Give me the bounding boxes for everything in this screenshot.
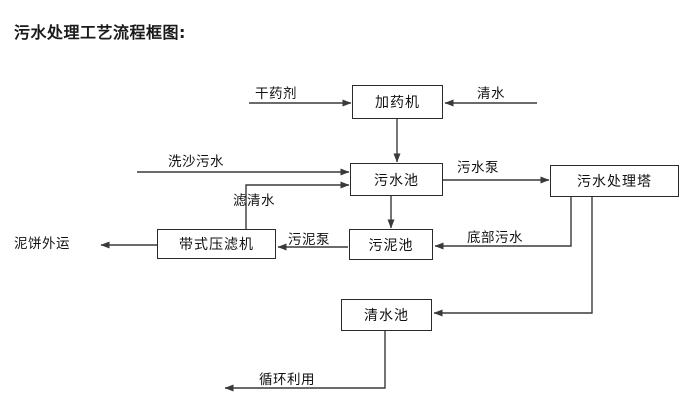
page-title: 污水处理工艺流程框图: (14, 23, 186, 42)
label-bottom-wastewater: 底部污水 (467, 230, 523, 246)
label-sand-washing-wastewater: 洗沙污水 (168, 154, 224, 170)
edge-tower-to-clean-water-pool (433, 197, 593, 317)
node-clean-water-pool[interactable]: 清水池 (341, 299, 432, 331)
edge-bottom-wastewater (434, 197, 572, 250)
node-wastewater-pool[interactable]: 污水池 (350, 163, 443, 196)
label-clean-water-in: 清水 (477, 86, 505, 102)
label-sludge-pump: 污泥泵 (288, 232, 330, 248)
label-filtered-water: 滤清水 (233, 193, 275, 209)
node-sludge-pool[interactable]: 污泥池 (349, 229, 433, 260)
label-mud-cake-output: 泥饼外运 (14, 236, 70, 252)
label-dry-chemical: 干药剂 (255, 86, 297, 102)
label-recycle-reuse: 循环利用 (259, 372, 315, 388)
edge-filtered-water (245, 181, 350, 229)
node-treatment-tower[interactable]: 污水处理塔 (550, 165, 679, 197)
label-wastewater-pump: 污水泵 (457, 160, 499, 176)
node-belt-filter-press[interactable]: 带式压滤机 (157, 229, 276, 259)
edge-recycle-reuse (224, 331, 386, 392)
node-dosing-machine[interactable]: 加药机 (352, 85, 443, 119)
